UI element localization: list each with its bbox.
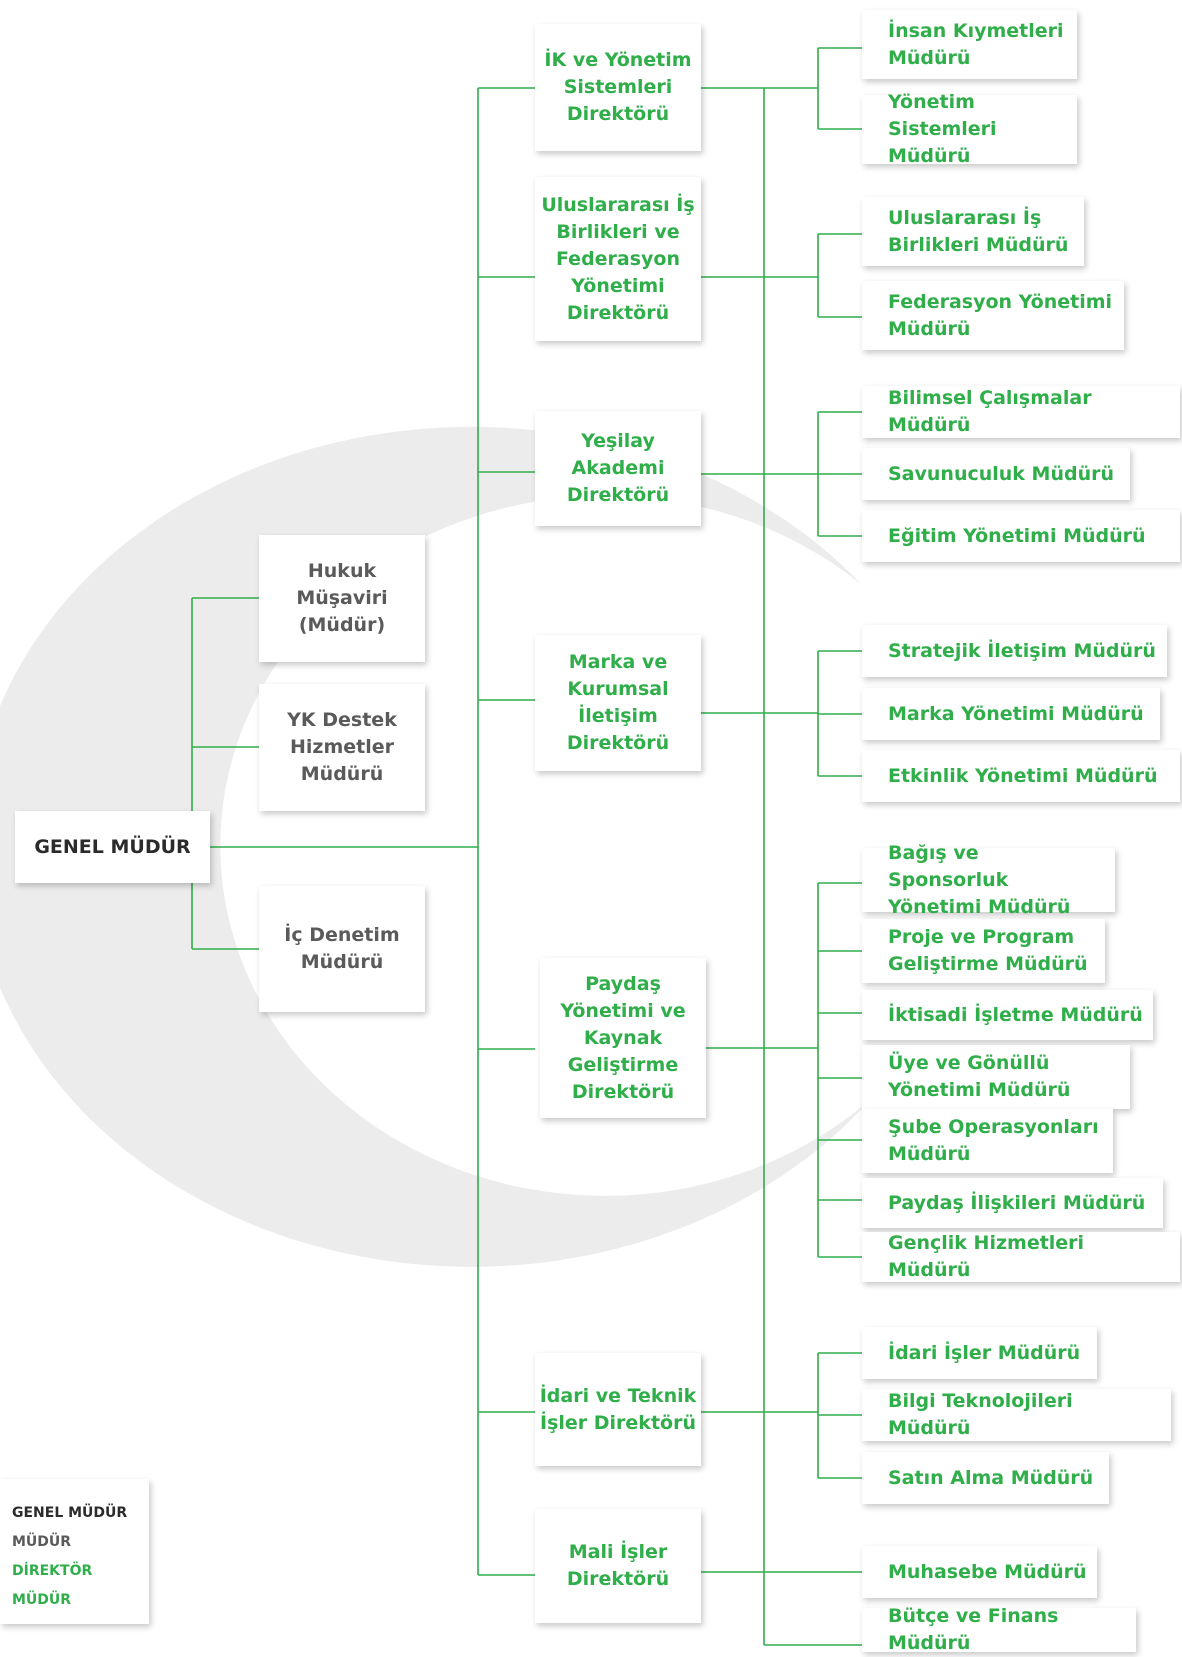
manager-box: Paydaş İlişkileri Müdürü (862, 1178, 1163, 1228)
manager-box: Satın Alma Müdürü (862, 1452, 1109, 1504)
advisor-label: Hukuk Müşaviri (Müdür) (296, 560, 388, 636)
directorate-label: İdari ve Teknik İşler Direktörü (539, 1384, 697, 1434)
manager-box: Muhasebe Müdürü (862, 1546, 1097, 1598)
manager-label: Bütçe ve Finans Müdürü (888, 1605, 1059, 1654)
manager-label: Muhasebe Müdürü (888, 1560, 1087, 1583)
manager-box: İktisadi İşletme Müdürü (862, 990, 1153, 1040)
directorate-label: İK ve Yönetim Sistemleri Direktörü (544, 49, 692, 125)
directorate-box: Paydaş Yönetimi ve Kaynak Geliştirme Dir… (540, 958, 706, 1118)
manager-label: Proje ve Program Geliştirme Müdürü (888, 926, 1088, 975)
manager-label: Eğitim Yönetimi Müdürü (888, 524, 1146, 547)
manager-box: Şube Operasyonları Müdürü (862, 1109, 1113, 1173)
manager-box: Marka Yönetimi Müdürü (862, 688, 1160, 740)
manager-label: Marka Yönetimi Müdürü (888, 702, 1144, 725)
legend-item: MÜDÜR (12, 1592, 72, 1608)
directorate-label: Paydaş Yönetimi ve Kaynak Geliştirme Dir… (560, 972, 686, 1103)
manager-box: Eğitim Yönetimi Müdürü (862, 510, 1180, 562)
manager-label: Stratejik İletişim Müdürü (888, 639, 1156, 662)
directorate-box: Marka ve Kurumsal İletişim Direktörü (535, 635, 701, 771)
manager-label: Bilgi Teknolojileri Müdürü (888, 1390, 1073, 1439)
advisor-box-board-support: YK Destek Hizmetler Müdürü (259, 684, 425, 811)
manager-label: Savunuculuk Müdürü (888, 462, 1115, 485)
advisor-box-legal: Hukuk Müşaviri (Müdür) (259, 535, 425, 662)
directorate-box: İK ve Yönetim Sistemleri Direktörü (535, 24, 701, 151)
directorate-box: İdari ve Teknik İşler Direktörü (535, 1353, 701, 1466)
manager-box: Gençlik Hizmetleri Müdürü (862, 1232, 1180, 1282)
manager-label: İnsan Kıymetleri Müdürü (888, 19, 1064, 69)
manager-box: Bağış ve Sponsorluk Yönetimi Müdürü (862, 842, 1115, 918)
directorate-label: Uluslararası İş Birlikleri ve Federasyon… (541, 193, 695, 324)
manager-label: Gençlik Hizmetleri Müdürü (888, 1232, 1085, 1281)
directorate-label: Yeşilay Akademi Direktörü (566, 430, 670, 506)
manager-box: Bilimsel Çalışmalar Müdürü (862, 386, 1180, 438)
manager-box: İnsan Kıymetleri Müdürü (862, 10, 1077, 79)
manager-label: Satın Alma Müdürü (888, 1466, 1094, 1489)
general-manager-box: GENEL MÜDÜR (15, 811, 210, 883)
manager-label: Bağış ve Sponsorluk Yönetimi Müdürü (888, 841, 1071, 918)
manager-label: Bilimsel Çalışmalar Müdürü (888, 387, 1092, 436)
legend: GENEL MÜDÜR MÜDÜR DİREKTÖR MÜDÜR (0, 1479, 149, 1624)
directorate-label: Mali İşler Direktörü (566, 1541, 670, 1590)
manager-box: Uluslararası İş Birlikleri Müdürü (862, 197, 1084, 266)
manager-label: Üye ve Gönüllü Yönetimi Müdürü (888, 1052, 1071, 1101)
manager-label: İdari İşler Müdürü (888, 1341, 1081, 1364)
general-manager-label: GENEL MÜDÜR (34, 835, 191, 858)
manager-label: İktisadi İşletme Müdürü (888, 1003, 1143, 1026)
manager-box: Federasyon Yönetimi Müdürü (862, 281, 1124, 350)
manager-box: Yönetim Sistemleri Müdürü (862, 91, 1077, 167)
manager-box: Bütçe ve Finans Müdürü (862, 1605, 1136, 1654)
manager-label: Şube Operasyonları Müdürü (888, 1116, 1099, 1165)
manager-label: Paydaş İlişkileri Müdürü (888, 1191, 1146, 1214)
legend-item: DİREKTÖR (12, 1563, 93, 1579)
legend-item: GENEL MÜDÜR (12, 1505, 128, 1521)
manager-label: Federasyon Yönetimi Müdürü (888, 290, 1113, 340)
manager-box: Üye ve Gönüllü Yönetimi Müdürü (862, 1045, 1130, 1109)
directorate-box: Yeşilay Akademi Direktörü (535, 411, 701, 526)
manager-box: Savunuculuk Müdürü (862, 448, 1130, 500)
manager-label: Yönetim Sistemleri Müdürü (888, 91, 997, 167)
advisor-box-internal-audit: İç Denetim Müdürü (259, 886, 425, 1012)
crescent-shape (0, 426, 870, 1267)
directorate-box: Mali İşler Direktörü (535, 1509, 701, 1623)
manager-box: Bilgi Teknolojileri Müdürü (862, 1389, 1171, 1441)
manager-label: Uluslararası İş Birlikleri Müdürü (888, 206, 1069, 256)
advisor-label: YK Destek Hizmetler Müdürü (287, 709, 397, 785)
manager-box: İdari İşler Müdürü (862, 1327, 1097, 1379)
manager-box: Proje ve Program Geliştirme Müdürü (862, 919, 1105, 983)
manager-box: Etkinlik Yönetimi Müdürü (862, 750, 1180, 802)
advisor-label: İç Denetim Müdürü (284, 924, 400, 973)
legend-item: MÜDÜR (12, 1534, 72, 1550)
manager-box: Stratejik İletişim Müdürü (862, 625, 1167, 677)
directorate-label: Marka ve Kurumsal İletişim Direktörü (566, 651, 670, 754)
directorate-box: Uluslararası İş Birlikleri ve Federasyon… (535, 177, 701, 341)
manager-label: Etkinlik Yönetimi Müdürü (888, 764, 1158, 787)
